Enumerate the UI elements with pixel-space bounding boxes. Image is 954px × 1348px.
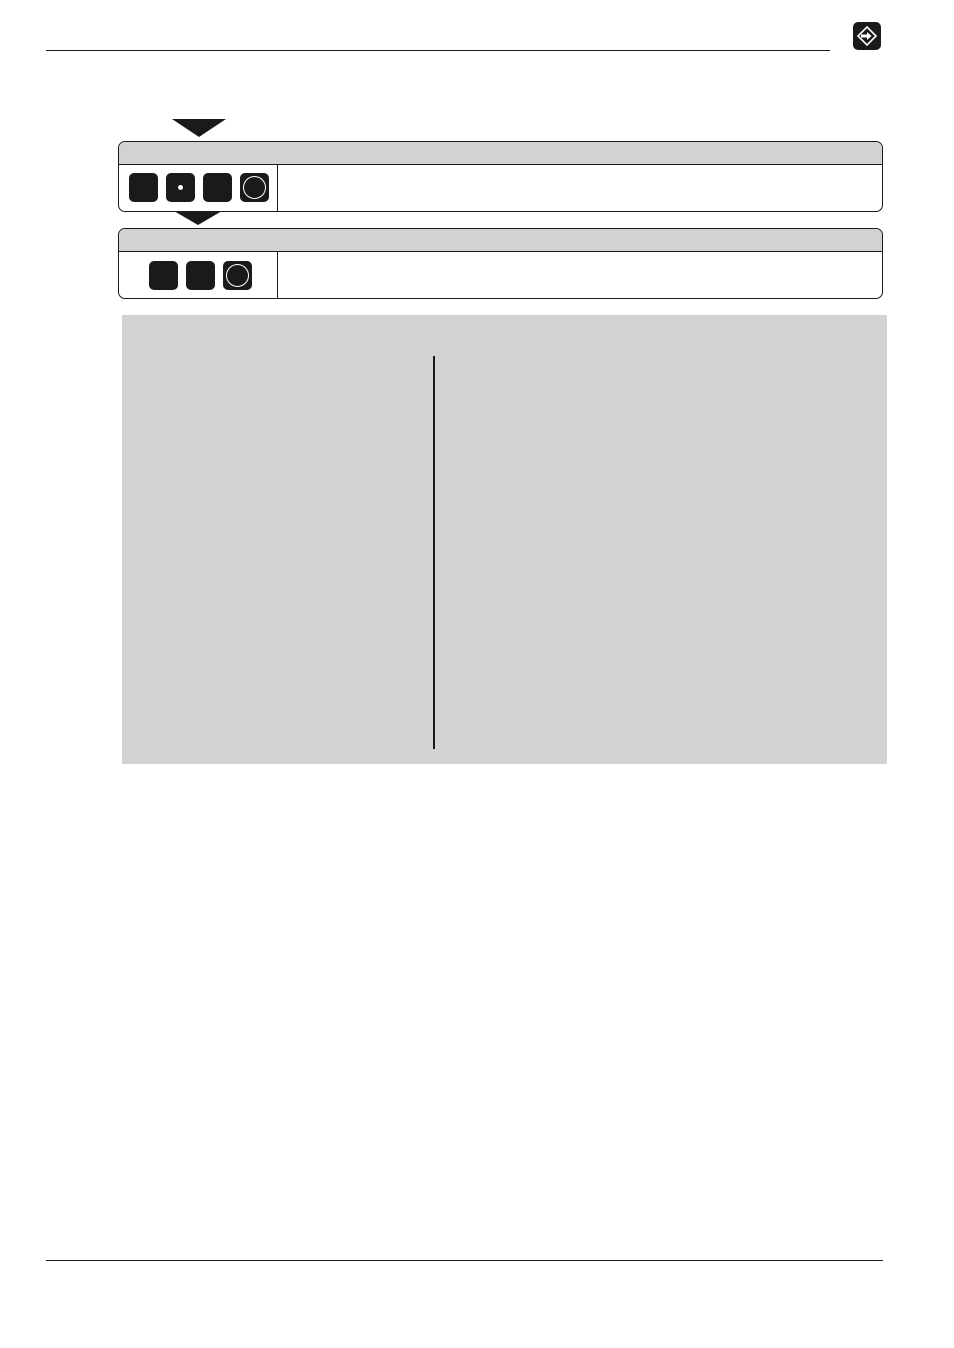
info-panel-right-column <box>435 356 887 749</box>
decimal-point-key-icon[interactable] <box>166 173 195 202</box>
info-panel-divider <box>433 356 435 749</box>
blank-key-icon[interactable] <box>203 173 232 202</box>
info-panel-left-column <box>122 356 433 749</box>
step-divider <box>277 252 278 298</box>
diamond-arrow-icon-graphic <box>857 26 877 46</box>
blank-key-icon[interactable] <box>186 261 215 290</box>
enter-key-icon[interactable] <box>223 261 252 290</box>
step-box-2 <box>118 228 883 299</box>
step-arrow-icon <box>174 211 222 225</box>
info-panel <box>122 315 887 764</box>
blank-key-icon[interactable] <box>149 261 178 290</box>
header-rule <box>46 50 830 51</box>
step-arrow-icon <box>172 119 226 137</box>
footer-rule <box>46 1260 883 1261</box>
step-box-1 <box>118 141 883 212</box>
step-header <box>119 229 882 252</box>
key-sequence <box>129 173 269 202</box>
step-header <box>119 142 882 165</box>
key-sequence <box>149 261 252 290</box>
diamond-arrow-icon <box>853 22 881 50</box>
step-divider <box>277 165 278 211</box>
blank-key-icon[interactable] <box>129 173 158 202</box>
enter-key-icon[interactable] <box>240 173 269 202</box>
